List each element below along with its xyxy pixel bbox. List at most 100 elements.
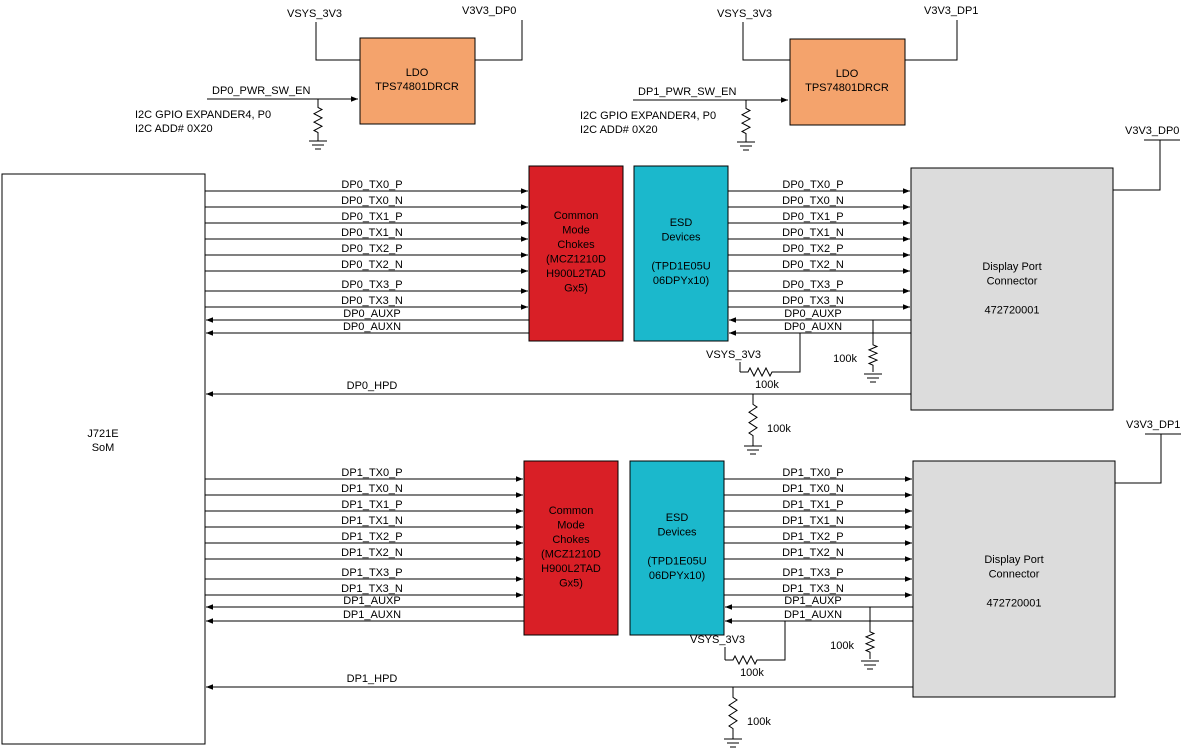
ch1-aux-right-label-1: DP1_AUXN <box>784 609 842 621</box>
ch1-aux-right-label-0: DP1_AUXP <box>784 595 841 607</box>
ch1-tx-left-label-7: DP1_TX3_N <box>341 583 403 595</box>
ch0-esd-text-line-0: ESD <box>670 217 693 229</box>
ch1-esd-text-line-0: ESD <box>666 512 689 524</box>
ch1-esd-text-line-4: 06DPYx10) <box>649 570 705 582</box>
ldo-0-pulldown-resistor <box>312 99 324 141</box>
ch0-connector-text-line-0: Display Port <box>982 261 1041 273</box>
ldo-1-addr-label: I2C ADD# 0X20 <box>580 124 658 136</box>
ch0-aux-left-label-1: DP0_AUXN <box>343 321 401 333</box>
ch0-aux-right-label-0: DP0_AUXP <box>784 308 841 320</box>
ch0-display-port-connector-box <box>910 167 1114 411</box>
ch1-tx-right-label-7: DP1_TX3_N <box>782 583 844 595</box>
ch0-tx-left-label-3: DP0_TX1_N <box>341 227 403 239</box>
ldo-1-pulldown-resistor <box>740 100 752 142</box>
ch1-hpd-resistor <box>728 687 738 739</box>
ch0-tx-right-label-6: DP0_TX3_P <box>782 279 843 291</box>
ch1-rail-wire <box>1115 434 1162 484</box>
ldo-1-enable-label: DP1_PWR_SW_EN <box>638 86 736 98</box>
ldo-0-box <box>359 37 476 125</box>
ch0-pullup-tap <box>780 333 801 373</box>
ldo-0-addr-label: I2C ADD# 0X20 <box>135 123 213 135</box>
ch0-choke-text-line-5: Gx5) <box>564 283 588 295</box>
ldo-1-title: LDO <box>836 68 859 80</box>
ch0-choke-text-line-1: Mode <box>562 225 590 237</box>
ch1-tx-right-label-1: DP1_TX0_N <box>782 483 844 495</box>
ch0-aux-left-label-0: DP0_AUXP <box>343 308 400 320</box>
ch1-choke-text-line-0: Common <box>549 505 594 517</box>
ldo-0-title: LDO <box>406 67 429 79</box>
ch1-aux-left-label-0: DP1_AUXP <box>343 595 400 607</box>
ldo-0-part: TPS74801DRCR <box>375 81 459 93</box>
ch0-rail-label: V3V3_DP0 <box>1125 125 1179 137</box>
ch1-esd-box <box>629 460 725 636</box>
ch0-pullup-rail-label: VSYS_3V3 <box>706 349 761 361</box>
ch0-tx-left-label-2: DP0_TX1_P <box>341 211 402 223</box>
ldo-0-enable-label: DP0_PWR_SW_EN <box>212 85 310 97</box>
ch0-tx-left-label-6: DP0_TX3_P <box>341 279 402 291</box>
ch0-esd-text-line-4: 06DPYx10) <box>653 275 709 287</box>
ldo-1-gpio-label: I2C GPIO EXPANDER4, P0 <box>580 110 716 122</box>
ch0-esd-box <box>633 165 729 342</box>
ch1-tx-left-label-0: DP1_TX0_P <box>341 467 402 479</box>
ch1-tx-right-label-4: DP1_TX2_P <box>782 531 843 543</box>
ch1-pullup-resistor <box>725 654 765 666</box>
ch1-rail-label: V3V3_DP1 <box>1126 419 1180 431</box>
ch0-tx-left-label-4: DP0_TX2_P <box>341 243 402 255</box>
ch0-choke-text-line-0: Common <box>554 210 599 222</box>
ch0-tx-left-label-7: DP0_TX3_N <box>341 295 403 307</box>
ch0-pulldown-value: 100k <box>833 353 857 365</box>
ch1-tx-left-label-1: DP1_TX0_N <box>341 483 403 495</box>
ch1-connector-text-line-1: Connector <box>989 569 1040 581</box>
som-title: J721E <box>87 428 118 440</box>
ch1-choke-text-line-2: Chokes <box>552 534 590 546</box>
ch0-tx-right-label-5: DP0_TX2_N <box>782 259 844 271</box>
ldo-0-in-wire <box>315 22 360 61</box>
ch1-tx-right-label-0: DP1_TX0_P <box>782 467 843 479</box>
ch0-tx-left-label-1: DP0_TX0_N <box>341 195 403 207</box>
ldo-1-out-rail-label: V3V3_DP1 <box>924 5 978 17</box>
ch1-esd-text-line-3: (TPD1E05U <box>647 556 706 568</box>
ch0-pulldown-resistor <box>867 338 879 372</box>
ch1-common-mode-choke-box <box>523 460 619 636</box>
ch0-rail-wire <box>1113 140 1161 191</box>
ch0-connector-text-line-3: 472720001 <box>984 305 1039 317</box>
ch0-tx-right-label-1: DP0_TX0_N <box>782 195 844 207</box>
ch0-tx-right-label-4: DP0_TX2_P <box>782 243 843 255</box>
ch1-choke-text-line-5: Gx5) <box>559 578 583 590</box>
som-subtitle: SoM <box>92 442 115 454</box>
ch1-tx-right-label-6: DP1_TX3_P <box>782 567 843 579</box>
ch1-hpd-value: 100k <box>747 716 771 728</box>
ch1-pullup-value: 100k <box>740 667 764 679</box>
ldo-0-out-rail-label: V3V3_DP0 <box>462 5 516 17</box>
ch0-aux-right-label-1: DP0_AUXN <box>784 321 842 333</box>
ch0-esd-text-line-1: Devices <box>661 232 701 244</box>
ch1-tx-left-label-6: DP1_TX3_P <box>341 567 402 579</box>
ch0-choke-text-line-4: H900L2TAD <box>546 268 606 280</box>
ch1-display-port-connector-box <box>912 460 1116 698</box>
ch0-choke-text-line-2: Chokes <box>557 239 595 251</box>
ldo-0-gpio-label: I2C GPIO EXPANDER4, P0 <box>135 109 271 121</box>
ch1-choke-text-line-3: (MCZ1210D <box>541 549 601 561</box>
ldo-1-box <box>789 38 906 126</box>
ch1-tx-left-label-3: DP1_TX1_N <box>341 515 403 527</box>
ch1-choke-text-line-4: H900L2TAD <box>541 563 601 575</box>
ch1-pullup-tap <box>765 621 786 661</box>
ldo-1-out-wire <box>905 20 958 61</box>
ch0-tx-right-label-0: DP0_TX0_P <box>782 179 843 191</box>
ch0-hpd-resistor <box>748 394 758 446</box>
ch1-tx-left-label-2: DP1_TX1_P <box>341 499 402 511</box>
ch0-tx-right-label-7: DP0_TX3_N <box>782 295 844 307</box>
ch1-esd-text-line-1: Devices <box>657 527 697 539</box>
ch0-connector-text-line-1: Connector <box>987 276 1038 288</box>
ch0-tx-right-label-3: DP0_TX1_N <box>782 227 844 239</box>
ch0-common-mode-choke-box <box>528 165 624 342</box>
ch0-pullup-value: 100k <box>755 379 779 391</box>
ch1-choke-text-line-1: Mode <box>557 520 585 532</box>
ch1-connector-text-line-3: 472720001 <box>986 598 1041 610</box>
ch1-pulldown-value: 100k <box>830 640 854 652</box>
ldo-0-in-rail-label: VSYS_3V3 <box>287 8 342 20</box>
ch0-tx-left-label-0: DP0_TX0_P <box>341 179 402 191</box>
ch0-pullup-resistor <box>740 366 780 378</box>
ch1-pullup-rail-label: VSYS_3V3 <box>690 634 745 646</box>
